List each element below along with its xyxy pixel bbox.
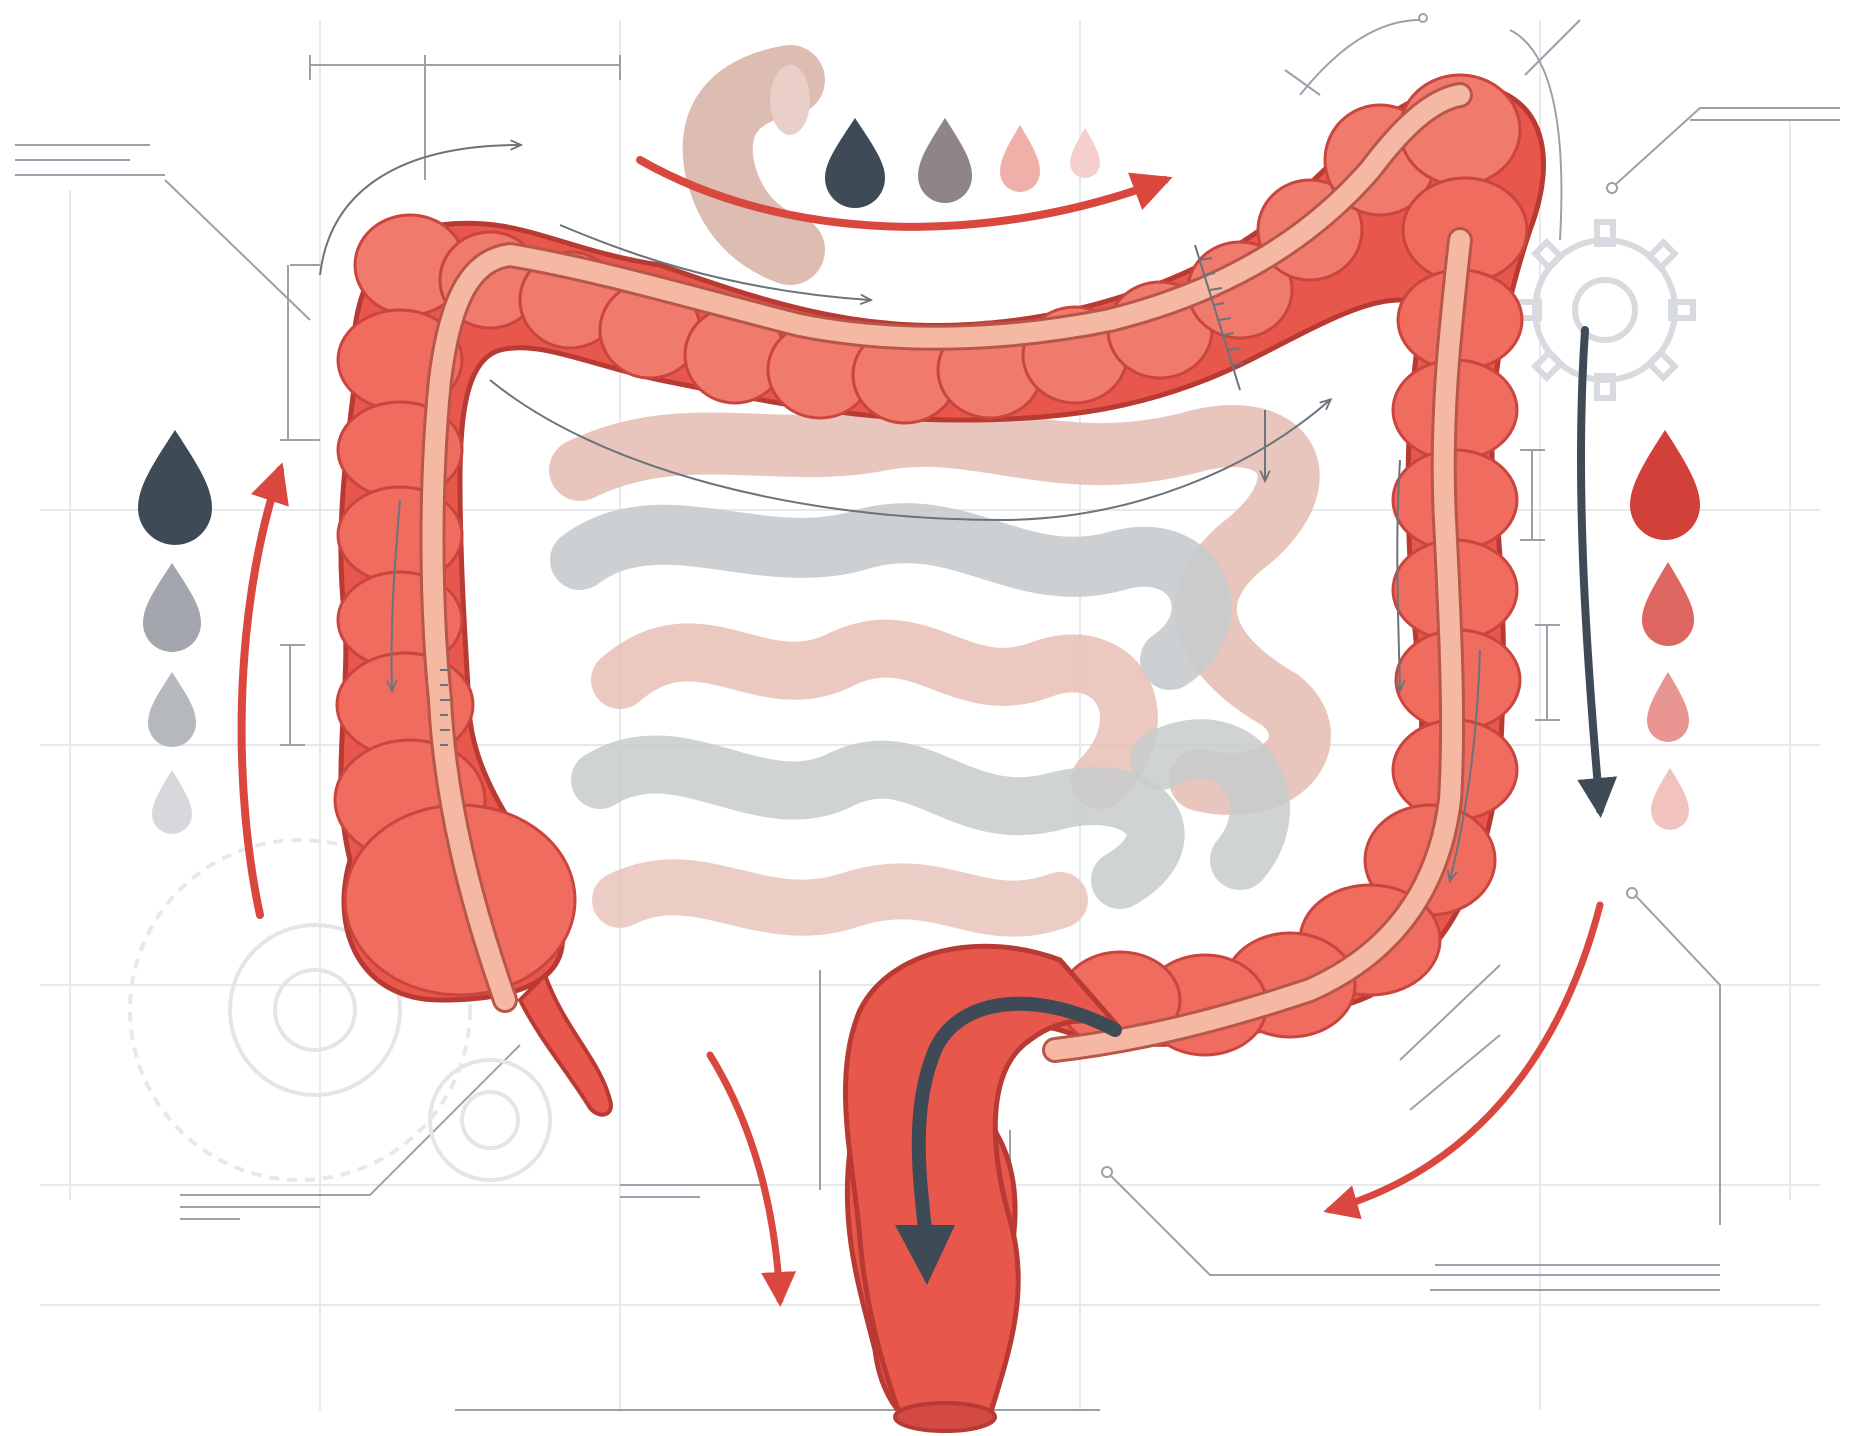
appendix bbox=[520, 975, 611, 1115]
water-drop-icon bbox=[1630, 430, 1700, 830]
flow-arrow-icon bbox=[1581, 330, 1600, 810]
gear-icon bbox=[1517, 222, 1693, 398]
water-drop-icon bbox=[138, 430, 212, 834]
flow-arrow-icon bbox=[242, 470, 280, 915]
flow-arrow-icon bbox=[710, 1055, 780, 1300]
anus bbox=[895, 1403, 995, 1431]
water-drop-icon bbox=[825, 118, 1100, 208]
